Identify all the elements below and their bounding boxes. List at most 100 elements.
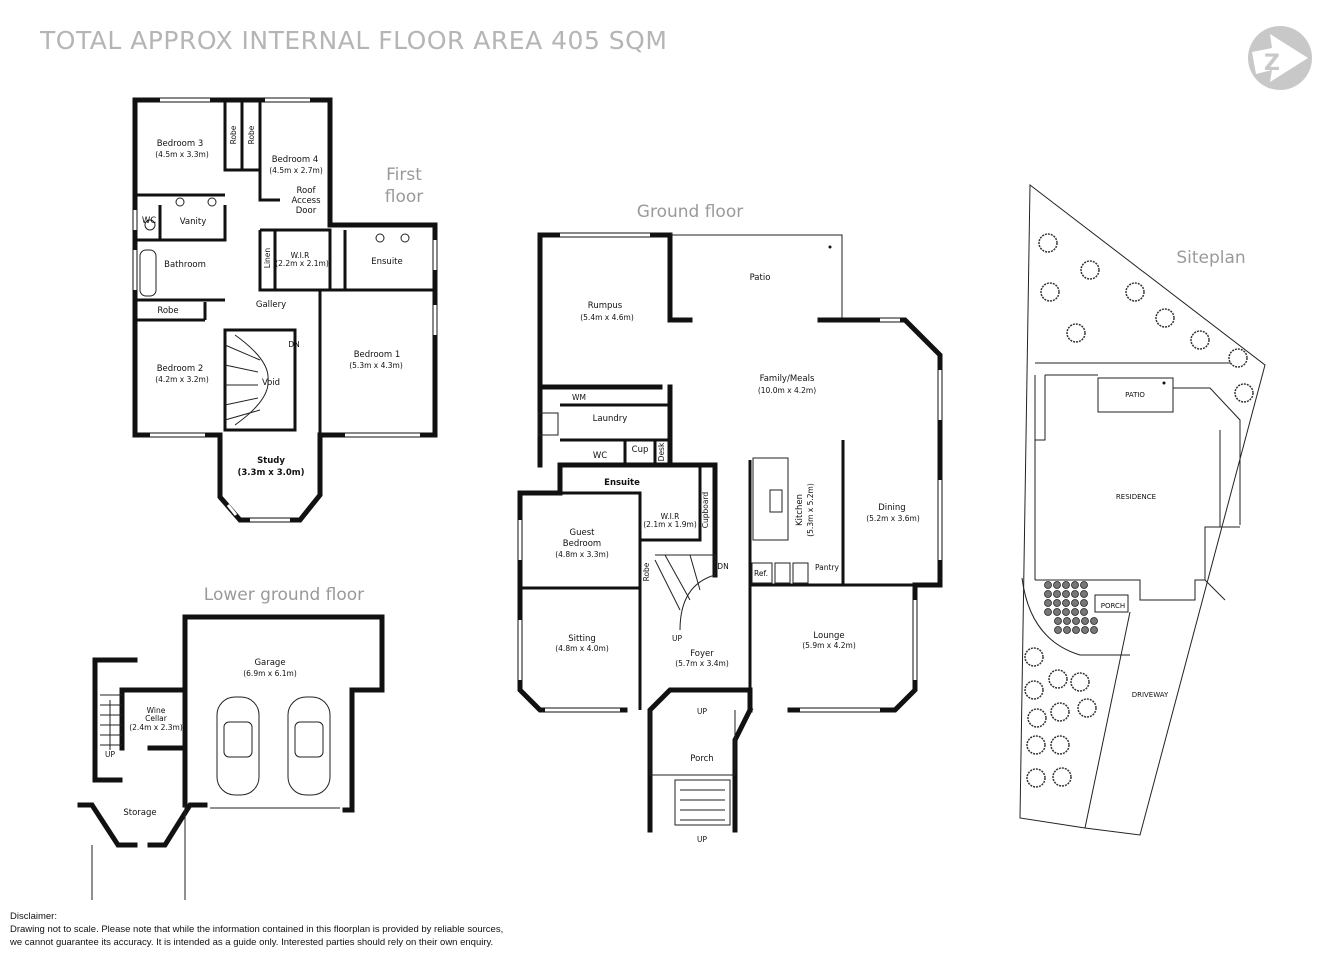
tree-icon xyxy=(1026,735,1046,755)
tree-icon xyxy=(1050,702,1070,722)
tree-icon xyxy=(1077,698,1097,718)
wc-label: WC xyxy=(593,451,607,461)
room-label-wir: W.I.R xyxy=(661,512,680,521)
tree-icon xyxy=(1125,282,1145,302)
shrub-icon xyxy=(1044,608,1052,616)
tree-icon xyxy=(1024,647,1044,667)
tree-icon xyxy=(1155,308,1175,328)
site-porch-label: PORCH xyxy=(1101,602,1125,610)
room-label-garage: Garage xyxy=(254,658,285,668)
tree-icon xyxy=(1052,767,1072,787)
tree-icon xyxy=(1066,323,1086,343)
room-label-rumpus: Rumpus xyxy=(588,301,623,311)
room-label-bedroom-3: Bedroom 3 xyxy=(157,139,204,149)
disclaimer-heading: Disclaimer: xyxy=(10,911,57,922)
room-label-sitting: Sitting xyxy=(568,634,596,644)
room-dims-sitting: (4.8m x 4.0m) xyxy=(555,644,609,653)
shrub-icon xyxy=(1053,581,1061,589)
room-dims-guest-bedroom: (4.8m x 3.3m) xyxy=(555,550,609,559)
porch-label: Porch xyxy=(690,754,713,764)
stairs-up-label: UP xyxy=(672,634,682,643)
cupboard-label: Cup xyxy=(632,445,649,455)
room-dims-foyer: (5.7m x 3.4m) xyxy=(675,659,729,668)
room-label-dining: Dining xyxy=(878,503,905,513)
desk-label: Desk xyxy=(657,442,666,461)
bathroom-label: Bathroom xyxy=(164,260,206,270)
disclaimer-line: we cannot guarantee its accuracy. It is … xyxy=(10,937,494,948)
car-left xyxy=(216,696,260,796)
shrub-icon xyxy=(1054,626,1062,634)
stairs-down-label: DN xyxy=(288,340,299,349)
shrub-icon xyxy=(1053,599,1061,607)
shrub-icon xyxy=(1063,626,1071,634)
robe-label: Robe xyxy=(642,562,651,581)
vanity-label: Vanity xyxy=(180,217,206,227)
compass-z-arrow-logo: Z xyxy=(1248,26,1312,90)
shrub-icon xyxy=(1062,581,1070,589)
washing-machine-label: WM xyxy=(572,393,586,402)
pantry-label: Pantry xyxy=(815,563,840,572)
shrub-icon xyxy=(1062,590,1070,598)
room-dims-lounge: (5.9m x 4.2m) xyxy=(802,641,856,650)
shrub-icon xyxy=(1080,608,1088,616)
shrub-icon xyxy=(1053,590,1061,598)
tree-icon xyxy=(1040,282,1060,302)
shrub-icon xyxy=(1044,599,1052,607)
first-floor-heading: floor xyxy=(385,187,424,207)
room-dims-bedroom-4: (4.5m x 2.7m) xyxy=(269,166,323,175)
shrub-icon xyxy=(1054,617,1062,625)
gallery-label: Gallery xyxy=(256,300,286,310)
room-label-family-meals: Family/Meals xyxy=(760,374,815,384)
room-label-wine-cellar: Wine xyxy=(147,706,166,715)
roof-access-label: Door xyxy=(296,206,317,216)
room-dims-bedroom-1: (5.3m x 4.3m) xyxy=(349,361,403,370)
room-label-foyer: Foyer xyxy=(690,649,714,659)
car-right xyxy=(287,696,331,796)
shrub-icon xyxy=(1072,617,1080,625)
shrub-icon xyxy=(1080,581,1088,589)
floor-area-title: TOTAL APPROX INTERNAL FLOOR AREA 405 SQM xyxy=(40,26,668,55)
tree-icon xyxy=(1190,330,1210,350)
shrub-icon xyxy=(1071,590,1079,598)
shrub-icon xyxy=(1080,599,1088,607)
lower-ground-floor-heading: Lower ground floor xyxy=(204,585,364,605)
site-residence-label: RESIDENCE xyxy=(1116,493,1156,501)
roof-access-label: Access xyxy=(291,196,321,206)
void-label: Void xyxy=(262,378,280,388)
site-patio-label: PATIO xyxy=(1125,391,1145,399)
site-driveway-label: DRIVEWAY xyxy=(1132,691,1169,699)
room-label-wir: W.I.R xyxy=(291,251,310,260)
tree-icon xyxy=(1228,348,1248,368)
tree-icon xyxy=(1050,735,1070,755)
room-label-bedroom-1: Bedroom 1 xyxy=(354,350,401,360)
room-dims-wine-cellar: (2.4m x 2.3m) xyxy=(129,723,183,732)
siteplan-shrubs xyxy=(1044,581,1098,634)
ground-floor-plan: Rumpus (5.4m x 4.6m) Family/Meals (10.0m… xyxy=(517,202,943,844)
shrub-icon xyxy=(1081,617,1089,625)
room-dims-wir: (2.2m x 2.1m) xyxy=(275,259,329,268)
tree-icon xyxy=(1038,233,1058,253)
room-label-bedroom-2: Bedroom 2 xyxy=(157,364,204,374)
room-dims-study: (3.3m x 3.0m) xyxy=(238,468,305,478)
tree-icon xyxy=(1070,672,1090,692)
room-dims-bedroom-3: (4.5m x 3.3m) xyxy=(155,150,209,159)
shrub-icon xyxy=(1090,626,1098,634)
room-label-bedroom-4: Bedroom 4 xyxy=(272,155,319,165)
siteplan-heading: Siteplan xyxy=(1176,248,1245,268)
linen-label: Linen xyxy=(263,248,272,269)
shrub-icon xyxy=(1081,626,1089,634)
stairs-up-label: UP xyxy=(697,835,707,844)
shrub-icon xyxy=(1062,608,1070,616)
siteplan-trees xyxy=(1024,233,1254,788)
laundry-label: Laundry xyxy=(593,414,628,424)
stairs-down-label: DN xyxy=(717,562,728,571)
room-label-wine-cellar: Cellar xyxy=(145,714,168,723)
robe-label: Robe xyxy=(229,125,238,144)
room-dims-bedroom-2: (4.2m x 3.2m) xyxy=(155,375,209,384)
first-floor-heading: First xyxy=(386,165,422,185)
patio-label: Patio xyxy=(750,273,771,283)
robe-label: Robe xyxy=(247,125,256,144)
tree-icon xyxy=(1024,680,1044,700)
tree-icon xyxy=(1234,383,1254,403)
